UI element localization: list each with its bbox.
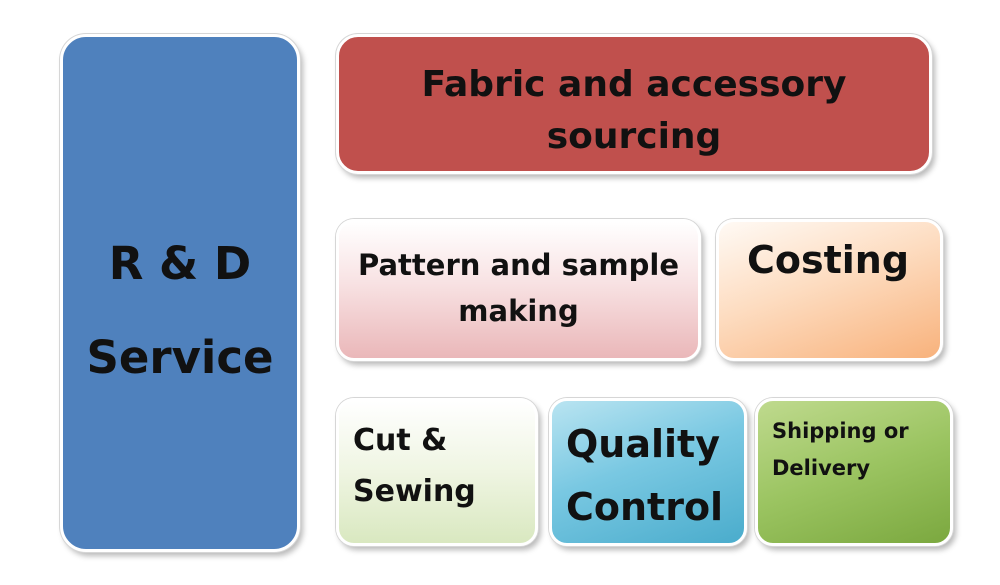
rd-service-label-line2: Service (86, 331, 274, 384)
fabric-sourcing-label-line2: sourcing (546, 116, 722, 158)
rd-service-box: R & D Service (60, 34, 300, 552)
costing-label: Costing (747, 238, 910, 282)
shipping-delivery-label-line2: Delivery (772, 455, 871, 480)
pattern-sample-label: Pattern and sample making (339, 242, 698, 335)
pattern-sample-label-line1: Pattern and sample (358, 248, 679, 282)
shipping-delivery-box: Shipping or Delivery (755, 398, 953, 546)
fabric-sourcing-box: Fabric and accessory sourcing (336, 34, 932, 174)
pattern-sample-label-line2: making (458, 294, 579, 329)
costing-box: Costing (716, 219, 943, 361)
cut-sewing-label: Cut & Sewing (353, 415, 476, 517)
quality-control-box: Quality Control (549, 398, 747, 546)
cut-sewing-label-line2: Sewing (353, 474, 476, 509)
pattern-sample-box: Pattern and sample making (336, 219, 701, 361)
shipping-delivery-label-line1: Shipping or (772, 419, 909, 443)
shipping-delivery-label: Shipping or Delivery (772, 413, 909, 487)
fabric-sourcing-label-line1: Fabric and accessory (421, 64, 847, 105)
fabric-sourcing-label: Fabric and accessory sourcing (339, 59, 929, 163)
cut-sewing-box: Cut & Sewing (336, 398, 538, 546)
quality-control-label-line1: Quality (566, 422, 720, 466)
cut-sewing-label-line1: Cut & (353, 423, 448, 458)
rd-service-label-line1: R & D (108, 237, 252, 290)
quality-control-label: Quality Control (566, 413, 723, 538)
quality-control-label-line2: Control (566, 484, 724, 529)
